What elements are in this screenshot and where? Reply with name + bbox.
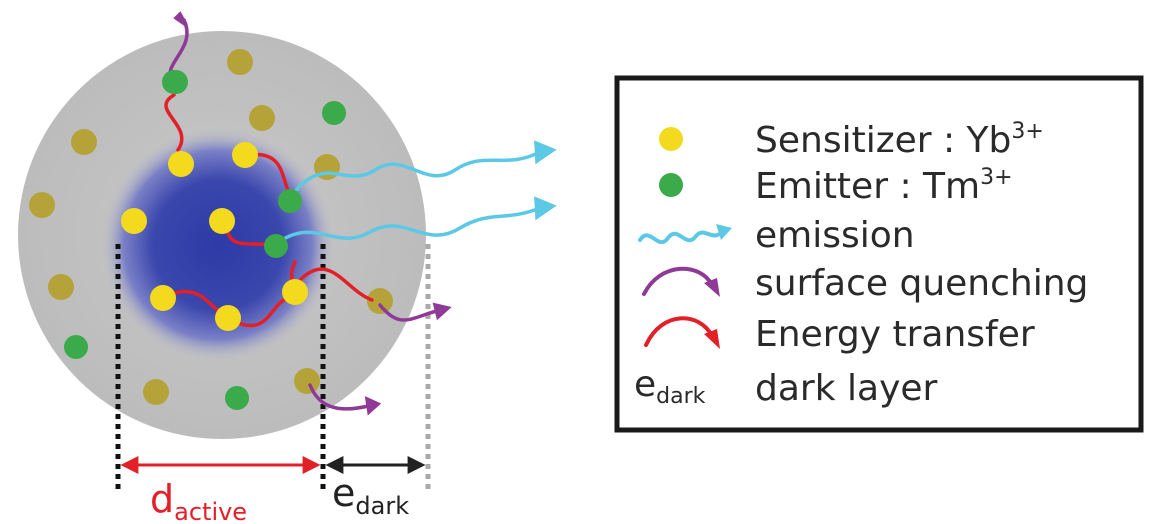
emission-arrow — [274, 206, 542, 246]
quenching-arrow — [308, 383, 374, 411]
measurement-guides — [115, 244, 431, 494]
emitter-swatch-icon — [659, 173, 683, 197]
quenching-arrowhead — [432, 302, 452, 321]
emission-label: emission — [755, 215, 915, 256]
emitter-ion — [225, 386, 249, 410]
quenching-arrowhead-icon — [704, 278, 720, 297]
emission-wave-arrowhead-icon — [716, 224, 732, 240]
quenching-label: surface quenching — [755, 263, 1088, 304]
transfer-arrow — [230, 296, 292, 328]
sensitizer-ion — [29, 192, 55, 218]
emitter-ion — [278, 189, 302, 213]
legend-frame — [614, 75, 1144, 433]
sensitizer-ion — [249, 105, 275, 131]
sensitizer-ion — [232, 142, 258, 168]
legend-item-transfer: Energy transfer — [644, 314, 1035, 355]
sensitizer-ion — [168, 151, 194, 177]
dark-layer-symbol: edark — [634, 364, 706, 409]
emitter-ion — [322, 101, 346, 125]
sensitizer-ion — [282, 279, 308, 305]
legend-item-sensitizer: Sensitizer : Yb3+ — [659, 119, 1044, 161]
sensitizer-ion — [71, 129, 97, 155]
quenching-curve-icon — [642, 266, 714, 296]
legend-item-dark-layer: edark dark layer — [634, 364, 938, 409]
emission-arrowhead — [534, 196, 557, 221]
emission-wave-icon — [638, 230, 724, 245]
emitter-ion — [162, 70, 186, 94]
transfer-curve-icon — [644, 316, 714, 347]
emitter-label: Emitter : Tm3+ — [755, 165, 1013, 207]
dark-thickness-label: edark — [332, 471, 409, 520]
legend: Sensitizer : Yb3+ Emitter : Tm3+ emissio… — [614, 75, 1144, 433]
sensitizer-ion — [48, 274, 74, 300]
active-diameter-label: dactive — [150, 477, 247, 524]
legend-item-quenching: surface quenching — [642, 263, 1088, 304]
quenching-arrow — [378, 303, 442, 322]
sensitizer-ion — [367, 288, 393, 314]
transfer-arrow — [298, 267, 374, 302]
transfer-arrow — [164, 93, 184, 152]
sensitizer-ion — [227, 49, 253, 75]
sensitizer-label: Sensitizer : Yb3+ — [755, 119, 1044, 161]
emission-arrow — [288, 150, 542, 200]
transfer-arrowhead-icon — [704, 329, 720, 349]
sensitizer-ion — [150, 285, 176, 311]
emitter-ion — [64, 335, 88, 359]
sensitizer-ion — [143, 379, 169, 405]
transfer-label: Energy transfer — [755, 314, 1035, 355]
dark-layer-label: dark layer — [755, 368, 938, 409]
quenching-arrowhead — [364, 396, 382, 416]
sensitizer-ion — [294, 368, 320, 394]
active-core — [100, 127, 336, 363]
legend-item-emission: emission — [638, 215, 915, 256]
sensitizer-ion — [121, 208, 147, 234]
emission-arrowhead — [534, 140, 557, 165]
sensitizer-swatch-icon — [659, 127, 683, 151]
core-ions — [121, 70, 308, 331]
sensitizer-ion — [215, 305, 241, 331]
sensitizer-ion — [209, 208, 235, 234]
legend-item-emitter: Emitter : Tm3+ — [659, 165, 1013, 207]
quenching-arrowhead — [173, 11, 188, 27]
emitter-ion — [264, 234, 288, 258]
